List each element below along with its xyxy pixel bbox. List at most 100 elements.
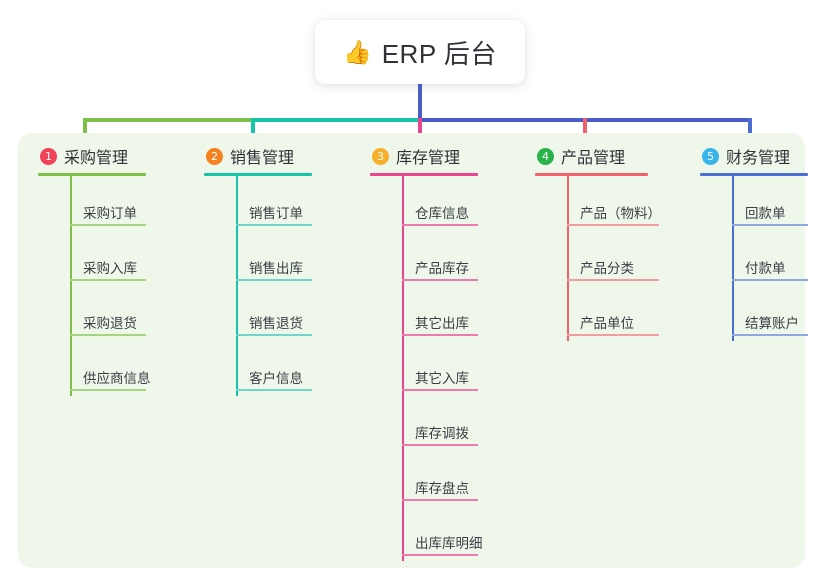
branch-title-3: 库存管理 <box>396 150 461 167</box>
branch-item-rule <box>567 334 659 336</box>
branch-item-rule <box>236 334 312 336</box>
branch-header-2[interactable]: 2 销售管理 <box>204 143 354 169</box>
branch-item[interactable]: 采购订单 <box>38 176 188 231</box>
branch-items-1: 采购订单采购入库采购退货供应商信息 <box>38 176 188 396</box>
branch-badge-4: 4 <box>537 147 554 165</box>
branch-item-rule <box>70 224 146 226</box>
branch-header-rule-2 <box>204 173 312 176</box>
branch-item-label: 仓库信息 <box>415 206 469 221</box>
branch-items-4: 产品（物料） 产品分类产品单位 <box>535 176 695 341</box>
branch-badge-3: 3 <box>372 147 389 165</box>
branch-item-rule <box>402 554 478 556</box>
branch-item-label: 产品分类 <box>580 261 634 276</box>
branch-spine-5 <box>732 176 734 341</box>
branch-header-rule-5 <box>700 173 808 176</box>
branch-header-rule-4 <box>535 173 648 176</box>
branch-item-rule <box>236 279 312 281</box>
branch-item-rule <box>567 279 659 281</box>
branch-spine-4 <box>567 176 569 341</box>
branch-item-rule <box>402 334 478 336</box>
branch-badge-1: 1 <box>40 147 57 165</box>
branch-item[interactable]: 出库库明细 <box>370 506 520 561</box>
branch-item[interactable]: 结算账户 <box>700 286 825 341</box>
branch-item-rule <box>732 334 808 336</box>
branch-item-rule <box>236 224 312 226</box>
branch-item-rule <box>402 279 478 281</box>
branch-header-rule-3 <box>370 173 478 176</box>
branch-item-label: 产品库存 <box>415 261 469 276</box>
branch-item[interactable]: 库存盘点 <box>370 451 520 506</box>
branch-item[interactable]: 产品分类 <box>535 231 695 286</box>
root-node-title: ERP 后台 <box>381 38 497 69</box>
branch-item-label: 销售退货 <box>249 316 303 331</box>
branch-badge-5: 5 <box>702 147 719 165</box>
branch-items-3: 仓库信息产品库存其它出库其它入库库存调拨库存盘点出库库明细 <box>370 176 520 561</box>
branch-item-label: 结算账户 <box>745 316 799 331</box>
branch-badge-2: 2 <box>206 147 223 165</box>
branch-item[interactable]: 采购退货 <box>38 286 188 341</box>
branch-item-label: 出库库明细 <box>415 536 483 551</box>
branch-item[interactable]: 客户信息 <box>204 341 354 396</box>
branch-item[interactable]: 销售订单 <box>204 176 354 231</box>
branch-item-label: 采购入库 <box>83 261 137 276</box>
branch-column-3: 3 库存管理仓库信息产品库存其它出库其它入库库存调拨库存盘点出库库明细 <box>370 143 520 561</box>
branch-item-rule <box>70 334 146 336</box>
branch-spine-3 <box>402 176 404 561</box>
branch-item-label: 供应商信息 <box>83 371 151 386</box>
branch-header-rule-1 <box>38 173 146 176</box>
branch-header-3[interactable]: 3 库存管理 <box>370 143 520 169</box>
branch-item-rule <box>732 224 808 226</box>
branch-header-4[interactable]: 4 产品管理 <box>535 143 695 169</box>
branch-item-label: 库存盘点 <box>415 481 469 496</box>
branch-item-label: 库存调拨 <box>415 426 469 441</box>
branch-item[interactable]: 供应商信息 <box>38 341 188 396</box>
branch-item[interactable]: 产品库存 <box>370 231 520 286</box>
branch-item-rule <box>70 279 146 281</box>
branch-spine-2 <box>236 176 238 396</box>
branch-title-2: 销售管理 <box>230 150 295 167</box>
branch-item-rule <box>732 279 808 281</box>
branch-column-1: 1 采购管理采购订单采购入库采购退货供应商信息 <box>38 143 188 396</box>
branch-column-4: 4 产品管理产品（物料） 产品分类产品单位 <box>535 143 695 341</box>
branch-item-label: 付款单 <box>745 261 786 276</box>
branch-items-2: 销售订单销售出库销售退货客户信息 <box>204 176 354 396</box>
branch-item-label: 产品单位 <box>580 316 634 331</box>
branch-item[interactable]: 产品单位 <box>535 286 695 341</box>
branch-item[interactable]: 产品（物料） <box>535 176 695 231</box>
branch-items-5: 回款单付款单结算账户 <box>700 176 825 341</box>
branch-item-label: 产品（物料） <box>580 206 661 221</box>
branch-item-label: 其它出库 <box>415 316 469 331</box>
branch-header-5[interactable]: 5 财务管理 <box>700 143 825 169</box>
branch-item[interactable]: 付款单 <box>700 231 825 286</box>
branch-item-rule <box>70 389 146 391</box>
branch-column-2: 2 销售管理销售订单销售出库销售退货客户信息 <box>204 143 354 396</box>
branch-item-rule <box>402 389 478 391</box>
branch-item-label: 采购退货 <box>83 316 137 331</box>
branch-item-rule <box>402 499 478 501</box>
branch-item[interactable]: 其它出库 <box>370 286 520 341</box>
branch-item-label: 销售订单 <box>249 206 303 221</box>
branch-item[interactable]: 其它入库 <box>370 341 520 396</box>
branch-title-1: 采购管理 <box>64 150 129 167</box>
branch-item-label: 回款单 <box>745 206 786 221</box>
branch-item[interactable]: 采购入库 <box>38 231 188 286</box>
branch-item-rule <box>567 224 659 226</box>
branch-item-label: 采购订单 <box>83 206 137 221</box>
branch-item-rule <box>236 389 312 391</box>
branch-item[interactable]: 库存调拨 <box>370 396 520 451</box>
branch-item[interactable]: 回款单 <box>700 176 825 231</box>
branch-header-1[interactable]: 1 采购管理 <box>38 143 188 169</box>
branch-item-rule <box>402 444 478 446</box>
branch-title-4: 产品管理 <box>561 150 626 167</box>
branch-item-label: 销售出库 <box>249 261 303 276</box>
root-node-card[interactable]: 👍 ERP 后台 <box>315 20 525 84</box>
branch-item[interactable]: 仓库信息 <box>370 176 520 231</box>
branch-item-rule <box>402 224 478 226</box>
branch-spine-1 <box>70 176 72 396</box>
branch-item-label: 其它入库 <box>415 371 469 386</box>
branch-item[interactable]: 销售出库 <box>204 231 354 286</box>
branch-title-5: 财务管理 <box>726 150 791 167</box>
branches-panel <box>18 133 805 568</box>
branch-item[interactable]: 销售退货 <box>204 286 354 341</box>
branch-column-5: 5 财务管理回款单付款单结算账户 <box>700 143 825 341</box>
